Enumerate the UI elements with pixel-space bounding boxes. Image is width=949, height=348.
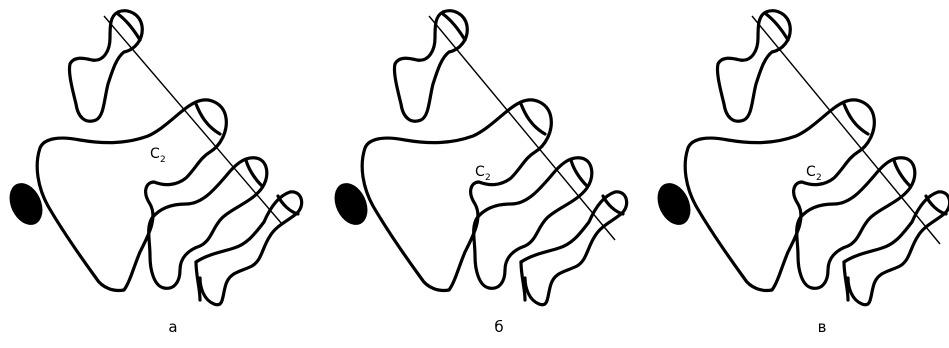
vertebra-label: C [150, 146, 160, 162]
panel-a: C 2 [3, 11, 302, 305]
vertebra-label: C [475, 164, 485, 180]
panel-caption-b: б [479, 318, 519, 336]
vertebra-subscript: 2 [816, 173, 822, 183]
panel-b: C 2 [328, 11, 627, 305]
reference-line [752, 16, 940, 244]
panel-caption-a: а [153, 318, 193, 336]
vertebra-subscript: 2 [160, 155, 166, 165]
reference-line [429, 16, 615, 240]
panel-c: C 2 [651, 11, 949, 305]
vertebra-label: C [806, 164, 816, 180]
reference-line [104, 16, 282, 224]
vertebra-subscript: 2 [485, 173, 491, 183]
panel-caption-c: в [802, 318, 842, 336]
